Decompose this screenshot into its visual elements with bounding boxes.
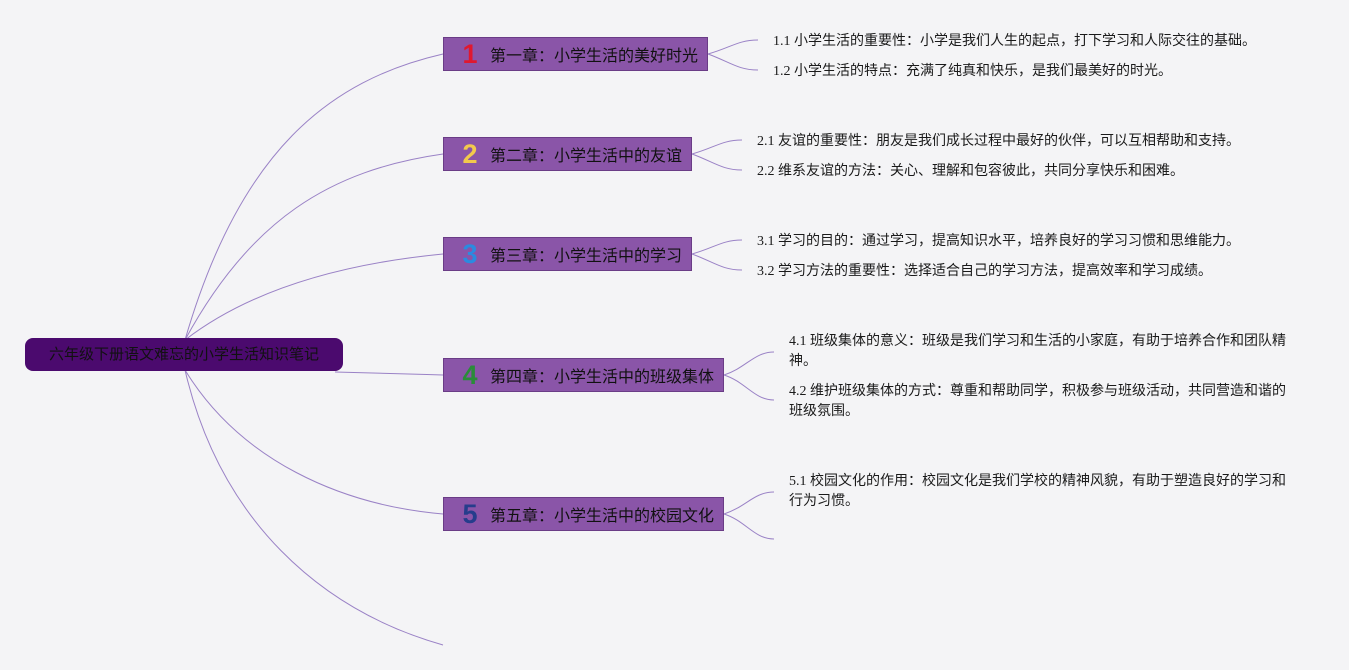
ch4-link-b [723,374,775,401]
chapter-2-note-2[interactable]: 2.2 维系友谊的方法：关心、理解和包容彼此，共同分享快乐和困难。 [757,164,1184,179]
chapter-2-note-1[interactable]: 2.1 友谊的重要性：朋友是我们成长过程中最好的伙伴，可以互相帮助和支持。 [757,134,1240,149]
chapter-4-note-1[interactable]: 4.1 班级集体的意义：班级是我们学习和生活的小家庭，有助于培养合作和团队精神。 [789,334,1286,369]
chapter-4-node[interactable]: 4 第四章：小学生活中的班级集体 [443,358,724,392]
chapter-1-note-2[interactable]: 1.2 小学生活的特点：充满了纯真和快乐，是我们最美好的时光。 [773,64,1172,79]
chapter-1-note-1[interactable]: 1.1 小学生活的重要性：小学是我们人生的起点，打下学习和人际交往的基础。 [773,34,1256,49]
ch1-link-b [707,53,759,71]
chapter-4-note-2[interactable]: 4.2 维护班级集体的方式：尊重和帮助同学，积极参与班级活动，共同营造和谐的班级… [789,384,1286,419]
ch3-link-a [691,239,743,255]
number-5-icon: 5 [462,499,478,529]
root-link-4 [334,371,444,376]
ch2-link-a [691,139,743,155]
root-link-2 [184,153,444,341]
root-link-1 [184,53,444,341]
number-1-icon: 1 [462,39,478,69]
ch4-link-a [723,351,775,376]
chapter-1-label: 第一章：小学生活的美好时光 [490,46,699,65]
chapter-3-note-2[interactable]: 3.2 学习方法的重要性：选择适合自己的学习方法，提高效率和学习成绩。 [757,264,1212,279]
ch5-link-b [723,513,775,540]
chapter-5-note-1[interactable]: 5.1 校园文化的作用：校园文化是我们学校的精神风貌，有助于塑造良好的学习和行为… [789,474,1286,509]
ch3-link-b [691,253,743,271]
chapter-1-node[interactable]: 1 第一章：小学生活的美好时光 [443,37,708,71]
root-link-extra [184,369,444,646]
chapter-3-note-1[interactable]: 3.1 学习的目的：通过学习，提高知识水平，培养良好的学习习惯和思维能力。 [757,234,1240,249]
number-3-icon: 3 [462,239,478,269]
chapter-3-node[interactable]: 3 第三章：小学生活中的学习 [443,237,692,271]
number-2-icon: 2 [462,139,478,169]
chapter-5-node[interactable]: 5 第五章：小学生活中的校园文化 [443,497,724,531]
chapter-2-node[interactable]: 2 第二章：小学生活中的友谊 [443,137,692,171]
number-4-icon: 4 [462,360,478,390]
central-topic[interactable]: 六年级下册语文难忘的小学生活知识笔记 [25,338,343,371]
chapter-3-label: 第三章：小学生活中的学习 [490,246,683,265]
chapter-5-label: 第五章：小学生活中的校园文化 [490,506,715,525]
root-link-5 [184,369,444,515]
chapter-4-label: 第四章：小学生活中的班级集体 [490,367,715,386]
ch1-link-a [707,39,759,55]
ch5-link-a [723,491,775,515]
root-link-3 [184,253,444,341]
ch2-link-b [691,153,743,171]
chapter-2-label: 第二章：小学生活中的友谊 [490,146,683,165]
